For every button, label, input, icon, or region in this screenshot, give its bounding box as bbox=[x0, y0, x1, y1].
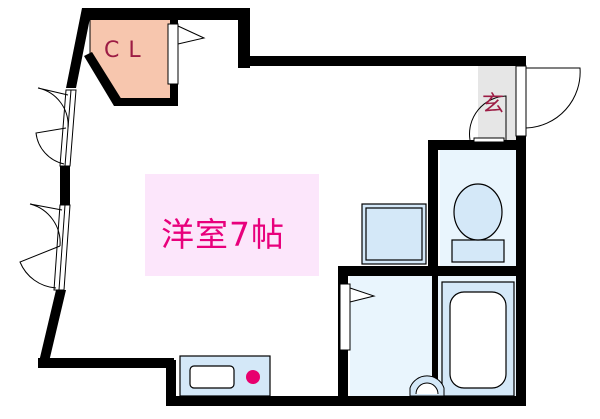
entrance-floor bbox=[478, 64, 516, 140]
washing-machine-pan bbox=[361, 203, 427, 265]
stove-burner bbox=[246, 370, 260, 384]
room-name-tag bbox=[145, 174, 319, 276]
entrance-door bbox=[469, 65, 581, 143]
toilet bbox=[451, 183, 505, 263]
window-left-lower bbox=[53, 204, 71, 291]
bathtub bbox=[441, 281, 515, 397]
window-sashes bbox=[19, 87, 69, 289]
kitchen-counter bbox=[179, 355, 271, 397]
bathroom-door bbox=[339, 283, 376, 351]
walls bbox=[38, 8, 526, 406]
closet-door bbox=[167, 23, 206, 85]
washbasin bbox=[409, 375, 445, 397]
